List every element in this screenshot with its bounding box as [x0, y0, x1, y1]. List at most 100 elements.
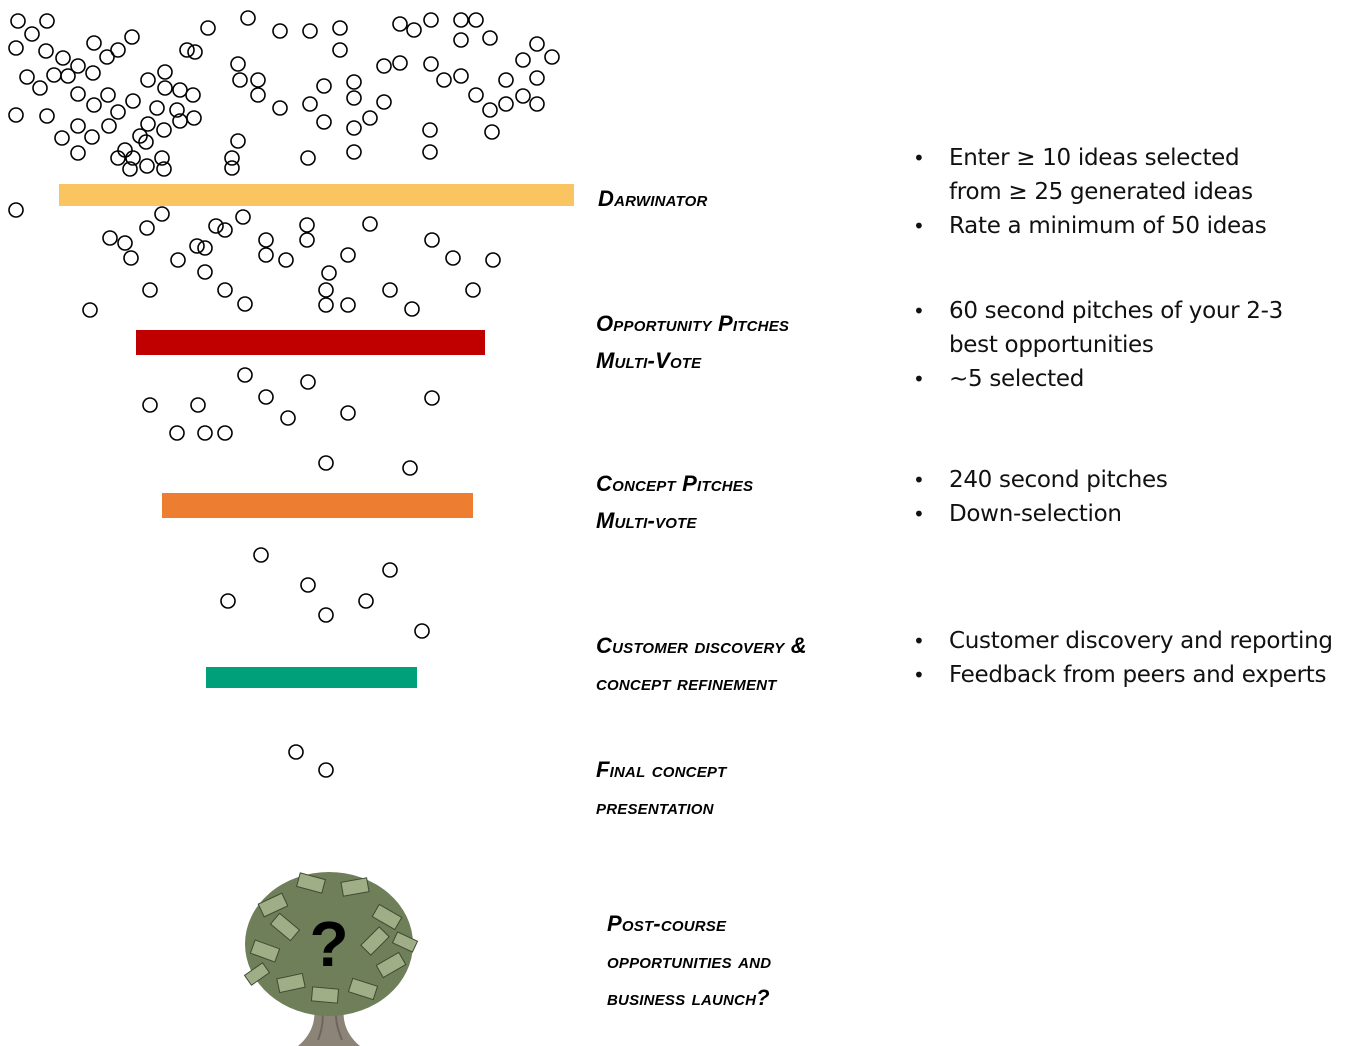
idea-circle [392, 55, 408, 71]
idea-circle [414, 623, 430, 639]
idea-circle [54, 130, 70, 146]
idea-circle [46, 67, 62, 83]
idea-circle [318, 762, 334, 778]
idea-circle [318, 297, 334, 313]
idea-circle [140, 116, 156, 132]
darwinator-bullets: Enter ≥ 10 ideas selected from ≥ 25 gene… [913, 141, 1273, 243]
idea-circle [318, 282, 334, 298]
bullet-item: Feedback from peers and experts [913, 658, 1343, 692]
darwinator-label: Darwinator [598, 180, 708, 217]
idea-circle [453, 68, 469, 84]
idea-circle [169, 102, 185, 118]
discovery-bullets: Customer discovery and reporting Feedbac… [913, 624, 1343, 692]
idea-circle [200, 20, 216, 36]
idea-circle [498, 72, 514, 88]
idea-circle [318, 607, 334, 623]
idea-circle [422, 122, 438, 138]
idea-circle [402, 460, 418, 476]
idea-circle [300, 374, 316, 390]
idea-circle [124, 29, 140, 45]
idea-circle [102, 230, 118, 246]
question-mark: ? [309, 908, 348, 980]
idea-circle [157, 64, 173, 80]
idea-circle [101, 118, 117, 134]
post-label: Post-course opportunities and business l… [607, 905, 771, 1016]
idea-circle [529, 36, 545, 52]
idea-circle [340, 247, 356, 263]
idea-circle [220, 593, 236, 609]
post-label-line-2: opportunities and [607, 948, 772, 973]
idea-circle [224, 160, 240, 176]
idea-circle [139, 158, 155, 174]
idea-circle [258, 232, 274, 248]
concept-bullets: 240 second pitches Down-selection [913, 463, 1313, 531]
idea-circle [230, 133, 246, 149]
idea-circle [140, 72, 156, 88]
idea-circle [197, 425, 213, 441]
idea-circle [230, 56, 246, 72]
idea-circle [258, 247, 274, 263]
idea-circle [70, 86, 86, 102]
idea-circle [340, 297, 356, 313]
idea-circle [465, 282, 481, 298]
idea-circle [278, 252, 294, 268]
idea-circle [358, 593, 374, 609]
idea-circle [253, 547, 269, 563]
idea-circle [382, 562, 398, 578]
idea-circle [485, 252, 501, 268]
idea-circle [237, 367, 253, 383]
idea-circle [423, 56, 439, 72]
idea-circle [288, 744, 304, 760]
idea-circle [302, 23, 318, 39]
idea-circle [8, 107, 24, 123]
idea-circle [132, 128, 148, 144]
concept-label-line-1: Concept Pitches [596, 471, 754, 496]
idea-circle [424, 232, 440, 248]
idea-circle [125, 150, 141, 166]
idea-circle [208, 218, 224, 234]
idea-circle [498, 96, 514, 112]
bullet-item: 60 second pitches of your 2-3 best oppor… [913, 294, 1288, 362]
idea-circle [544, 49, 560, 65]
idea-circle [515, 88, 531, 104]
opportunity-bar [136, 330, 485, 355]
idea-circle [224, 150, 240, 166]
idea-circle [272, 100, 288, 116]
idea-circle [299, 232, 315, 248]
idea-circle [436, 72, 452, 88]
idea-circle [362, 216, 378, 232]
idea-circle [24, 26, 40, 42]
post-label-line-1: Post-course [607, 911, 727, 936]
idea-circle [149, 100, 165, 116]
idea-circle [185, 87, 201, 103]
idea-circle [189, 238, 205, 254]
idea-circle [217, 425, 233, 441]
idea-circle [529, 96, 545, 112]
idea-circle [142, 282, 158, 298]
opportunity-label: Opportunity Pitches Multi-Vote [596, 305, 789, 379]
post-label-line-3: business launch? [607, 985, 770, 1010]
idea-circle [156, 122, 172, 138]
idea-circle [170, 252, 186, 268]
idea-circle [39, 13, 55, 29]
idea-circle [154, 150, 170, 166]
concept-label-line-2: Multi-vote [596, 508, 697, 533]
idea-circle [453, 12, 469, 28]
idea-circle [424, 390, 440, 406]
idea-circle [529, 70, 545, 86]
final-label: Final concept presentation [596, 751, 726, 825]
idea-circle [280, 410, 296, 426]
concept-label: Concept Pitches Multi-vote [596, 465, 753, 539]
idea-circle [82, 302, 98, 318]
idea-circle [346, 74, 362, 90]
idea-circle [316, 78, 332, 94]
idea-circle [125, 93, 141, 109]
idea-circle [157, 80, 173, 96]
idea-circle [55, 50, 71, 66]
idea-circle [422, 144, 438, 160]
idea-circle [332, 20, 348, 36]
idea-circle [38, 43, 54, 59]
opportunity-label-line-1: Opportunity Pitches [596, 311, 790, 336]
idea-circle [445, 250, 461, 266]
